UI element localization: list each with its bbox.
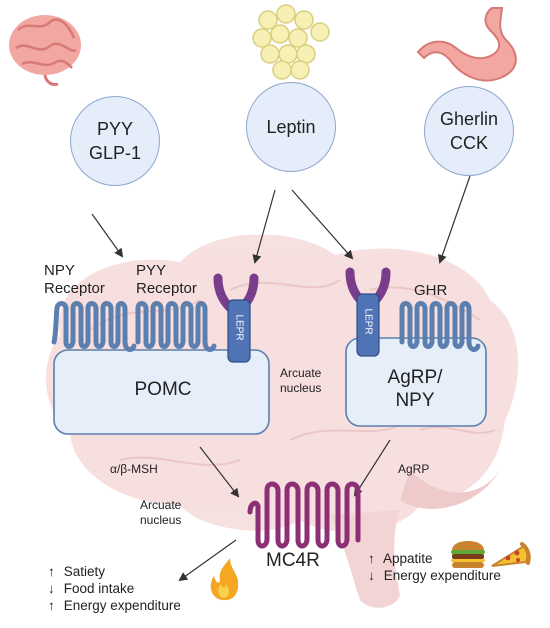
lepr-left-label: LEPR <box>233 314 245 341</box>
npy-receptor-label: NPY Receptor <box>44 262 105 297</box>
mc4r-receptor-icon <box>247 481 361 549</box>
effect-satiety: ↑ Satiety <box>48 564 106 579</box>
npy-receptor-icon <box>51 301 137 352</box>
effect-energy-expenditure-up: ↑ Energy expenditure <box>48 598 181 613</box>
effects-right: ↑ Appatite ↓ Energy expenditure <box>368 550 501 584</box>
ghrelin-cck-circle: Gherlin CCK <box>424 86 514 176</box>
cck-label: CCK <box>449 133 488 153</box>
glp1-label: GLP-1 <box>88 143 142 163</box>
arcuate-nucleus-label-low: Arcuate nucleus <box>140 498 182 527</box>
pyy-glp1-circle: PYY GLP-1 <box>70 96 160 186</box>
pizza-icon <box>491 542 531 567</box>
ghrelin-label: Gherlin <box>439 109 499 129</box>
lepr-receptor-left-icon <box>213 273 259 363</box>
pomc-label: POMC <box>134 379 192 400</box>
stomach-icon <box>416 7 517 82</box>
pyy-label: PYY <box>96 119 134 139</box>
burger-icon <box>451 541 485 568</box>
agrp-ligand-label: AgRP <box>398 462 430 476</box>
arcuate-nucleus-label-mid: Arcuate nucleus <box>280 366 322 395</box>
ghr-label: GHR <box>414 282 448 299</box>
leptin-circle: Leptin <box>246 82 336 172</box>
agrp-npy-label: AgRP/ NPY <box>387 367 443 411</box>
signal-arrows <box>91 175 471 582</box>
lepr-right-label: LEPR <box>362 308 374 335</box>
effects-left: ↑ Satiety ↓ Food intake ↑ Energy expendi… <box>48 563 181 614</box>
lepr-receptor-right-icon <box>345 267 391 357</box>
pyy-receptor-label: PYY Receptor <box>136 262 197 297</box>
effect-food-intake: ↓ Food intake <box>48 581 135 596</box>
pyy-receptor-icon <box>135 301 217 352</box>
effect-appetite: ↑ Appatite <box>368 551 433 566</box>
pomc-neuron-box <box>53 349 270 435</box>
leptin-label: Leptin <box>266 117 316 137</box>
mc4r-label: MC4R <box>266 550 320 571</box>
msh-label: α/β-MSH <box>110 462 158 476</box>
effect-energy-expenditure-down: ↓ Energy expenditure <box>368 568 501 583</box>
fat-cells-icon <box>252 4 330 80</box>
intestine-icon <box>9 15 81 86</box>
flame-icon <box>210 558 239 601</box>
ghr-receptor-icon <box>399 301 481 352</box>
